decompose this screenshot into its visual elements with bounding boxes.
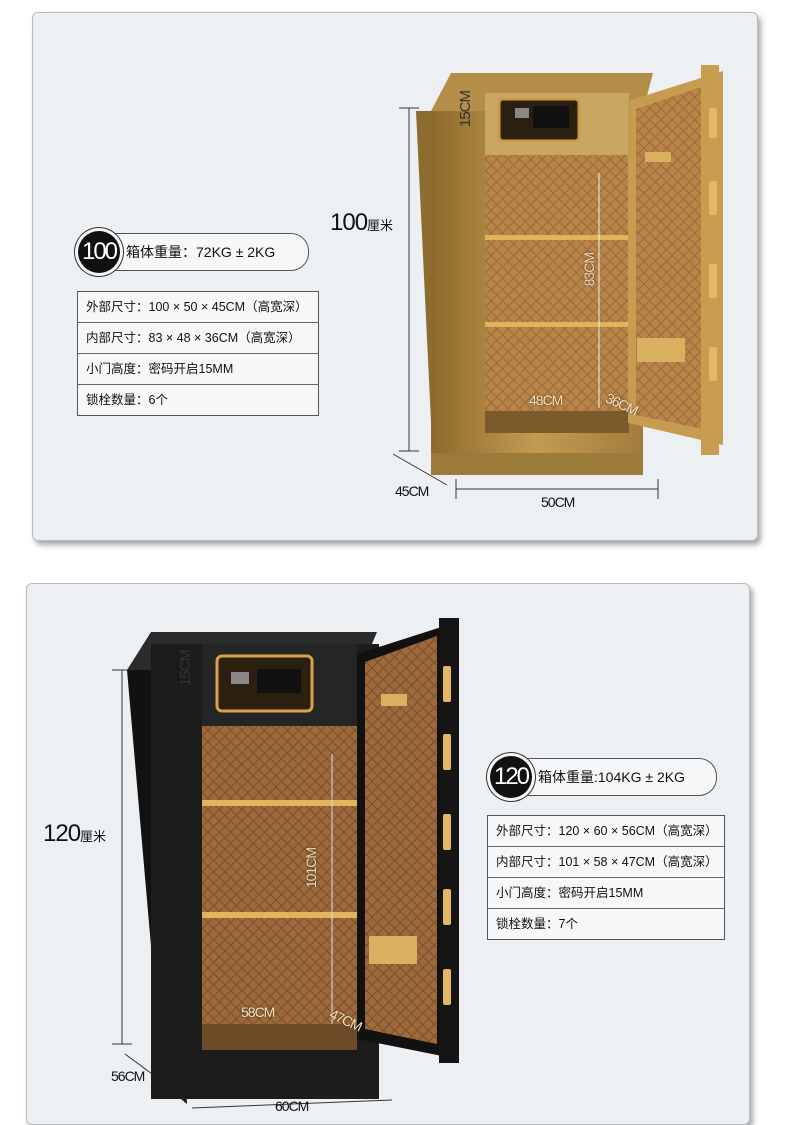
safe-120-illustration xyxy=(112,618,459,1109)
safe-100-illustration xyxy=(392,65,723,499)
spec-row-outer-size: 外部尺寸：100 × 50 × 45CM（高宽深） xyxy=(86,300,308,314)
width-label: 60CM xyxy=(275,1098,309,1114)
height-label: 120厘米 xyxy=(43,820,106,848)
height-value: 120 xyxy=(43,820,81,847)
top-gap-label: 15CM xyxy=(457,91,474,128)
spec-row-outer-size: 外部尺寸：120 × 60 × 56CM（高宽深） xyxy=(496,824,718,838)
spec-table: 外部尺寸：100 × 50 × 45CM（高宽深） 内部尺寸：83 × 48 ×… xyxy=(77,291,319,416)
weight-text: 箱体重量：72KG ± 2KG xyxy=(126,244,276,260)
spec-row-door-height: 小门高度：密码开启15MM xyxy=(488,877,724,908)
spec-table: 外部尺寸：120 × 60 × 56CM（高宽深） 内部尺寸：101 × 58 … xyxy=(487,815,725,940)
spec-row-bolt-count: 锁栓数量：6个 xyxy=(78,384,318,415)
interior-height-label: 101CM xyxy=(303,848,319,889)
spec-row-inner-size: 内部尺寸：101 × 58 × 47CM（高宽深） xyxy=(488,846,724,877)
interior-width-label: 58CM xyxy=(241,1004,275,1020)
weight-badge: 100 箱体重量：72KG ± 2KG xyxy=(78,231,309,273)
height-label: 100厘米 xyxy=(330,209,393,237)
spec-row-inner-size: 内部尺寸：83 × 48 × 36CM（高宽深） xyxy=(78,322,318,353)
weight-badge: 120 箱体重量:104KG ± 2KG xyxy=(490,756,717,798)
top-gap-label: 15CM xyxy=(177,650,194,687)
height-unit: 厘米 xyxy=(80,829,107,844)
height-value: 100 xyxy=(330,209,368,236)
spec-row-bolt-count: 锁栓数量：7个 xyxy=(488,908,724,939)
size-badge-number: 100 xyxy=(78,231,120,273)
depth-label: 56CM xyxy=(111,1068,145,1084)
product-panel-100: 100厘米 15CM 83CM 48CM 36CM 45CM 50CM 100 … xyxy=(32,12,758,541)
width-label: 50CM xyxy=(541,494,575,510)
size-badge-number: 120 xyxy=(490,756,532,798)
product-panel-120: 120厘米 15CM 101CM 58CM 47CM 56CM 60CM 120… xyxy=(26,583,750,1125)
weight-text: 箱体重量:104KG ± 2KG xyxy=(538,769,685,785)
interior-height-label: 83CM xyxy=(581,253,597,287)
depth-label: 45CM xyxy=(395,483,429,499)
spec-row-door-height: 小门高度：密码开启15MM xyxy=(78,353,318,384)
height-unit: 厘米 xyxy=(367,218,394,233)
interior-width-label: 48CM xyxy=(529,392,563,408)
